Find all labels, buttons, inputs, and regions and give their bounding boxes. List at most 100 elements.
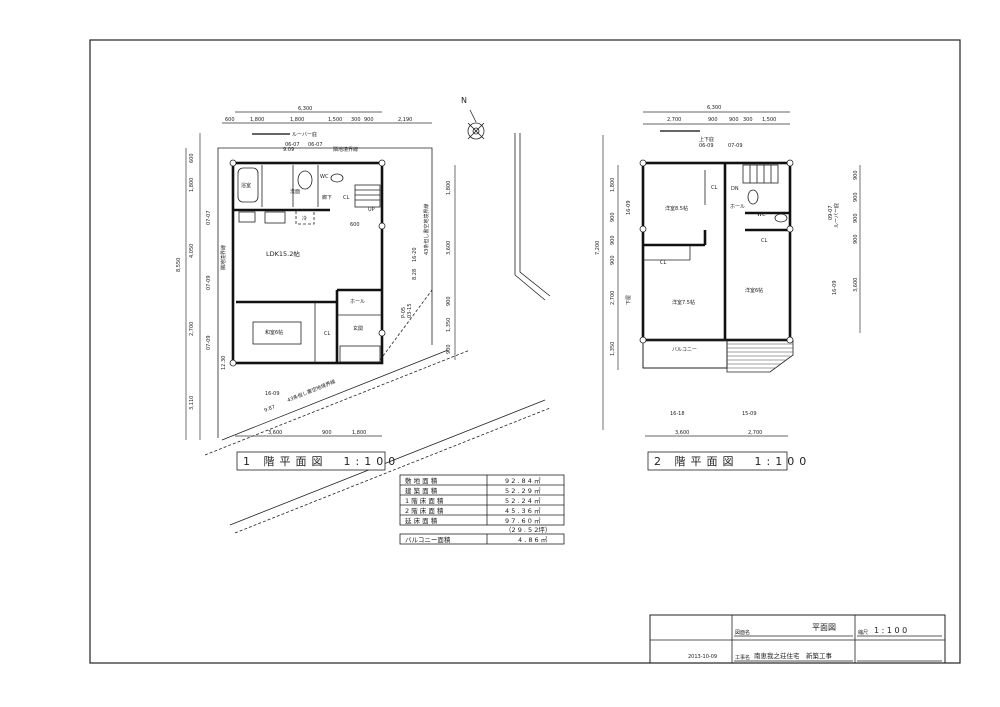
dimension: 900	[446, 296, 452, 306]
area-value: 5 2 . 2 4 ㎡	[505, 496, 541, 505]
dimension: 1,800	[352, 430, 366, 436]
scale-value: 1 : 1 0 0	[874, 626, 907, 635]
dimension: 900	[610, 235, 616, 245]
eave-label: 下屋	[626, 295, 632, 305]
road-line	[204, 349, 471, 456]
height-note: 03-15	[407, 303, 413, 318]
dimension: 6,300	[298, 106, 312, 112]
room-label-western-8.5: 洋室8.5帖	[665, 205, 688, 212]
area-label: 2 階 床 面 積	[405, 506, 444, 515]
boundary-label: 隣地境界線	[220, 245, 227, 270]
room-label-wc: WC	[320, 174, 329, 180]
room-label-cl2: CL	[324, 331, 330, 337]
dimension: 1,500	[328, 117, 342, 123]
sheet-border	[89, 39, 961, 664]
height-note: 15-09	[742, 411, 757, 417]
dimension: 600	[350, 222, 360, 228]
dimension: 900	[853, 213, 859, 223]
dimension: 3,110	[189, 396, 195, 410]
drawing-name-label: 図面名	[735, 629, 750, 636]
eave-label: ルーバー庇	[292, 131, 317, 138]
dimension: 900	[853, 234, 859, 244]
room-label-wc: WC	[757, 212, 766, 218]
site-boundary	[217, 147, 433, 438]
dimension: 3,600	[675, 430, 689, 436]
stairs-up-label: UP	[368, 207, 375, 213]
area-label: 延 床 面 積	[405, 516, 438, 525]
room-label-bath: 浴室	[241, 182, 251, 189]
boundary-label: 隣地境界線	[333, 146, 358, 153]
tatami	[252, 321, 302, 345]
area-value: 5 2 . 2 9 ㎡	[505, 486, 541, 495]
dimension: 1,800	[610, 178, 616, 192]
room-label-western-6: 洋室6帖	[745, 287, 763, 294]
roof-hatch	[726, 339, 794, 373]
stairs-down-label: DN	[731, 186, 739, 192]
toilet	[774, 213, 788, 223]
height-note: 16-20	[412, 247, 418, 262]
project-name: 南恵我之荘住宅 新築工事	[754, 651, 833, 660]
dimension: 1,350	[446, 318, 452, 332]
height-note: 06-09	[699, 143, 714, 149]
fridge-label: 冷	[302, 215, 307, 222]
dimension: 900	[853, 170, 859, 180]
scale-label: 縮尺	[858, 629, 868, 636]
boundary-label: 43条但し書空地境界線	[286, 378, 336, 404]
floor1-plan: 浴室 洗面 WC 廊下 CL 冷 UP LDK15.2帖 和室6帖 CL ホール…	[176, 106, 551, 534]
area-value: 4 5 . 3 6 ㎡	[505, 506, 541, 515]
project-label: 工事名	[735, 654, 750, 661]
room-label-washitsu: 和室6帖	[265, 329, 283, 336]
title-block: 図面名 平面図 縮尺 1 : 1 0 0 2013-10-09 工事名 南恵我之…	[649, 614, 946, 664]
area-value: 4 . 8 6 ㎡	[518, 535, 548, 544]
floor1-outline	[231, 161, 384, 365]
room-label-cl: CL	[711, 185, 717, 191]
dimension: 7,200	[595, 241, 601, 255]
area-label: 建 築 面 積	[405, 486, 438, 495]
room-label-ldk: LDK15.2帖	[266, 249, 300, 258]
room-label-cl: CL	[761, 238, 767, 244]
height-note: 09-07	[828, 205, 834, 220]
area-tsubo: （2 9 . 5 2坪）	[505, 526, 551, 534]
room-label-cl: CL	[660, 260, 666, 266]
dimension: 900	[853, 192, 859, 202]
height-note: 06-07	[285, 142, 300, 148]
site-length: 9.87	[264, 404, 277, 414]
dimension: 900	[708, 117, 718, 123]
dimension: 900	[446, 344, 452, 354]
area-table: 敷 地 面 積 9 2 . 8 4 ㎡ 建 築 面 積 5 2 . 2 9 ㎡ …	[399, 474, 565, 545]
dimension: 8,550	[176, 258, 182, 272]
height-note: 07-09	[206, 335, 212, 350]
floor2-title: 2 階平面図 1:100	[654, 454, 811, 468]
dimension: 4,050	[189, 244, 195, 258]
height-note: 07-07	[206, 210, 212, 225]
room-label-genkan: 玄関	[353, 325, 363, 332]
drawing-date: 2013-10-09	[688, 654, 717, 660]
fridge-space	[295, 209, 315, 225]
room-label-western-7.5: 洋室7.5帖	[672, 299, 695, 306]
neighbor-boundary	[519, 133, 551, 297]
height-note: 06-07	[308, 142, 323, 148]
room-label-hall: ホール	[730, 204, 745, 210]
dimension: 6,300	[707, 105, 721, 111]
dimension: 3,600	[446, 241, 452, 255]
dimension: 1,350	[610, 342, 616, 356]
dimension: 1,800	[250, 117, 264, 123]
eave-label: ルーバー庇	[833, 203, 840, 228]
room-label-hall: ホール	[350, 299, 365, 305]
room-label-balcony: バルコニー	[672, 347, 697, 353]
area-label: バルコニー面積	[405, 535, 451, 544]
toilet	[330, 173, 344, 183]
dimension: 300	[743, 117, 753, 123]
setback-line	[379, 289, 433, 361]
stove	[238, 211, 256, 223]
dimension: 900	[364, 117, 374, 123]
genkan-tiles	[339, 345, 381, 363]
dimension: 2,700	[748, 430, 762, 436]
site-boundary-south	[221, 349, 449, 441]
dimension: 300	[351, 117, 361, 123]
room-label-corridor: 廊下	[322, 194, 332, 201]
north-label: N	[461, 96, 467, 105]
area-value: 9 2 . 8 4 ㎡	[505, 476, 541, 485]
dimension: 900	[610, 212, 616, 222]
